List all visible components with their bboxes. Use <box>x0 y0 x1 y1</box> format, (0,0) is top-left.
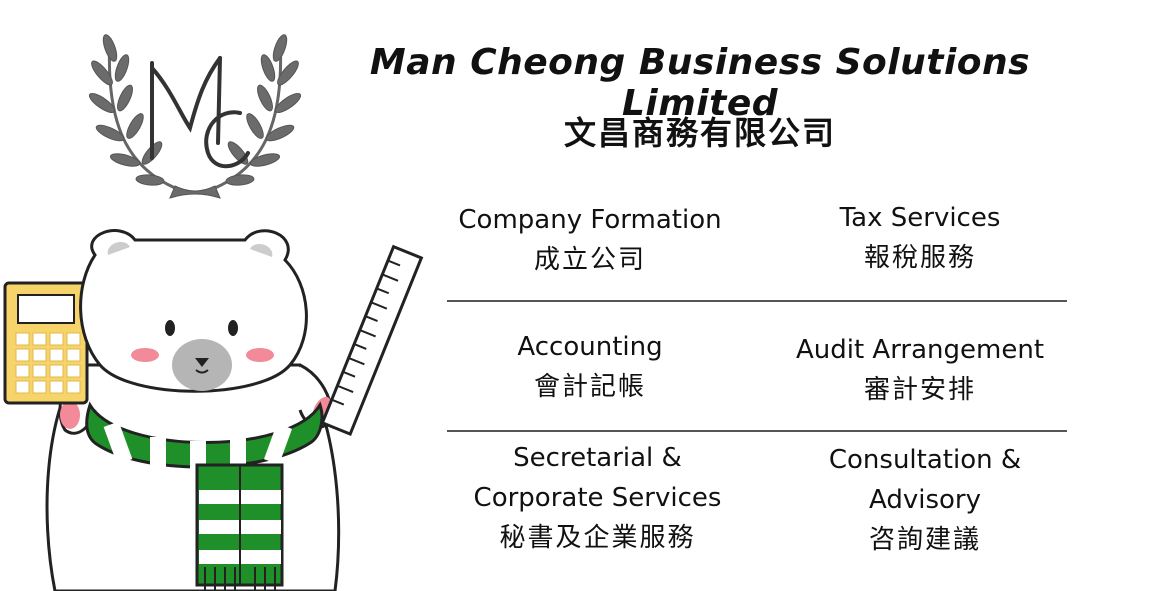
divider-2 <box>447 430 1067 432</box>
service-label-zh: 審計安排 <box>863 375 976 405</box>
service-label-zh: 成立公司 <box>533 245 646 275</box>
service-label-en: Accounting <box>517 332 663 362</box>
service-consultation: Consultation & Advisory 咨詢建議 <box>790 440 1060 560</box>
service-label-zh: 會計記帳 <box>533 372 646 402</box>
service-tax: Tax Services 報稅服務 <box>780 198 1060 278</box>
service-label-en: Audit Arrangement <box>795 335 1045 365</box>
laurel-logo <box>88 34 302 199</box>
service-accounting: Accounting 會計記帳 <box>440 327 740 407</box>
service-company-formation: Company Formation 成立公司 <box>440 200 740 280</box>
company-name-english: Man Cheong Business Solutions Limited <box>369 42 1031 124</box>
calculator-icon <box>3 281 89 405</box>
company-name-chinese: 文昌商務有限公司 <box>563 114 836 152</box>
service-audit: Audit Arrangement 審計安排 <box>780 330 1060 410</box>
service-label-en-line2: Corporate Services <box>473 483 722 513</box>
bear-mascot-illustration <box>3 229 424 591</box>
service-label-zh: 咨詢建議 <box>868 525 981 555</box>
service-label-en: Company Formation <box>458 205 722 235</box>
divider-1 <box>447 300 1067 302</box>
service-label-en-line2: Advisory <box>869 485 981 515</box>
service-label-zh: 秘書及企業服務 <box>499 523 696 553</box>
service-label-zh: 報稅服務 <box>863 243 976 273</box>
service-secretarial: Secretarial & Corporate Services 秘書及企業服務 <box>440 438 755 558</box>
service-label-en-line1: Consultation & <box>828 445 1022 475</box>
service-label-en: Tax Services <box>839 203 1001 233</box>
ruler-icon <box>320 244 424 437</box>
service-label-en-line1: Secretarial & <box>513 443 682 473</box>
